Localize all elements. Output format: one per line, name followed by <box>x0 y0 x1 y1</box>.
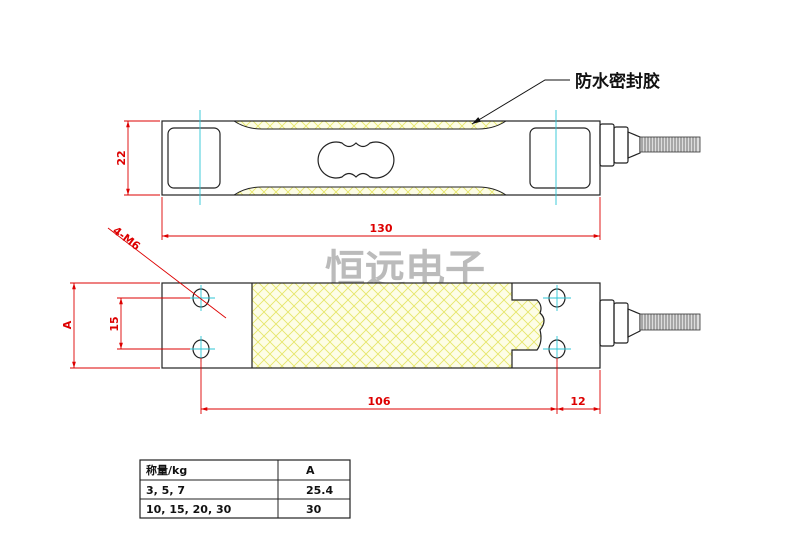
table-cell: 25.4 <box>306 484 333 497</box>
top-view: A 15 106 12 4-M6 <box>61 224 701 414</box>
dim-height: 22 <box>115 150 128 165</box>
left-pocket <box>167 127 221 189</box>
glue-band-top <box>232 120 508 130</box>
dim-length: 130 <box>370 222 393 235</box>
mounting-holes <box>187 285 571 362</box>
bending-hole <box>317 141 395 179</box>
cable-gland <box>599 299 701 347</box>
table-header-a: A <box>306 464 315 477</box>
dim-hole-spacing-x: 106 <box>368 395 391 408</box>
dim-hole-spacing-y: 15 <box>108 316 121 331</box>
glue-label: 防水密封胶 <box>575 71 660 92</box>
glue-area <box>252 283 544 368</box>
dim-hole-offset: 12 <box>570 395 585 408</box>
capacity-table: 称量/kg A 3, 5, 7 25.4 10, 15, 20, 30 30 <box>139 459 351 519</box>
side-view: 22 130 防水密封胶 <box>115 71 701 240</box>
table-cell: 30 <box>306 503 322 516</box>
table-header-capacity: 称量/kg <box>146 463 187 477</box>
table-cell: 10, 15, 20, 30 <box>146 503 232 516</box>
cable-gland <box>599 123 701 167</box>
right-pocket <box>529 127 591 189</box>
body-outline <box>161 120 601 196</box>
glue-band-bottom <box>232 186 508 196</box>
dim-width: A <box>61 320 74 329</box>
hole-label: 4-M6 <box>110 224 143 253</box>
table-cell: 3, 5, 7 <box>146 484 185 497</box>
